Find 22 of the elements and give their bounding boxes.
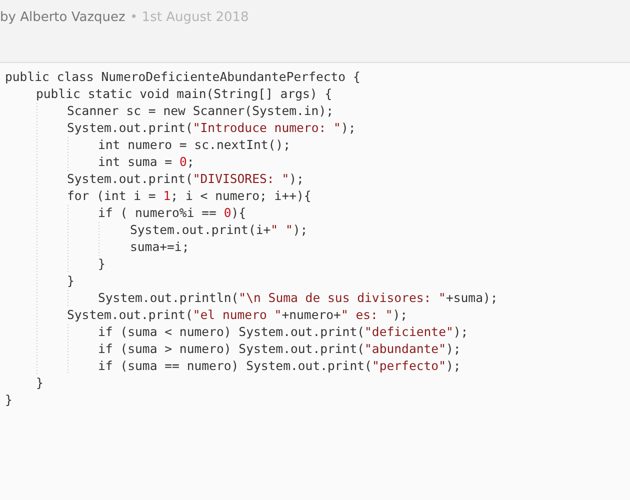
code-line: System.out.print(i+" "); xyxy=(130,222,308,239)
code-line: if ( numero%i == 0){ xyxy=(98,205,246,222)
code-line: System.out.print("el numero "+numero+" es: "); xyxy=(67,307,408,324)
code-line: System.out.print("Introduce numero: "); xyxy=(67,120,356,137)
code-line: for (int i = 1; i < numero; i++){ xyxy=(67,188,312,205)
code-line: System.out.println("\n Suma de sus divisores: "+suma); xyxy=(98,290,498,307)
code-line: suma+=i; xyxy=(130,239,190,256)
code-line: } xyxy=(98,256,106,273)
code-line: } xyxy=(5,392,12,409)
code-line: System.out.print("DIVISORES: "); xyxy=(67,171,304,188)
code-line: } xyxy=(36,375,44,392)
code-line: if (suma < numero) System.out.print("deficiente"); xyxy=(98,324,468,341)
code-line: int numero = sc.nextInt(); xyxy=(98,137,290,154)
code-line: public static void main(String[] args) { xyxy=(36,86,332,103)
code-line: public class NumeroDeficienteAbundantePerfecto { xyxy=(5,69,360,86)
code-line: int suma = 0; xyxy=(98,154,194,171)
author-name: by Alberto Vazquez xyxy=(0,10,126,25)
code-line: if (suma > numero) System.out.print("abundante"); xyxy=(98,341,461,358)
code-line: } xyxy=(67,273,74,290)
code-line: Scanner sc = new Scanner(System.in); xyxy=(67,103,334,120)
post-date: • 1st August 2018 xyxy=(130,10,249,25)
code-line: if (suma == numero) System.out.print("perfecto"); xyxy=(98,358,461,375)
